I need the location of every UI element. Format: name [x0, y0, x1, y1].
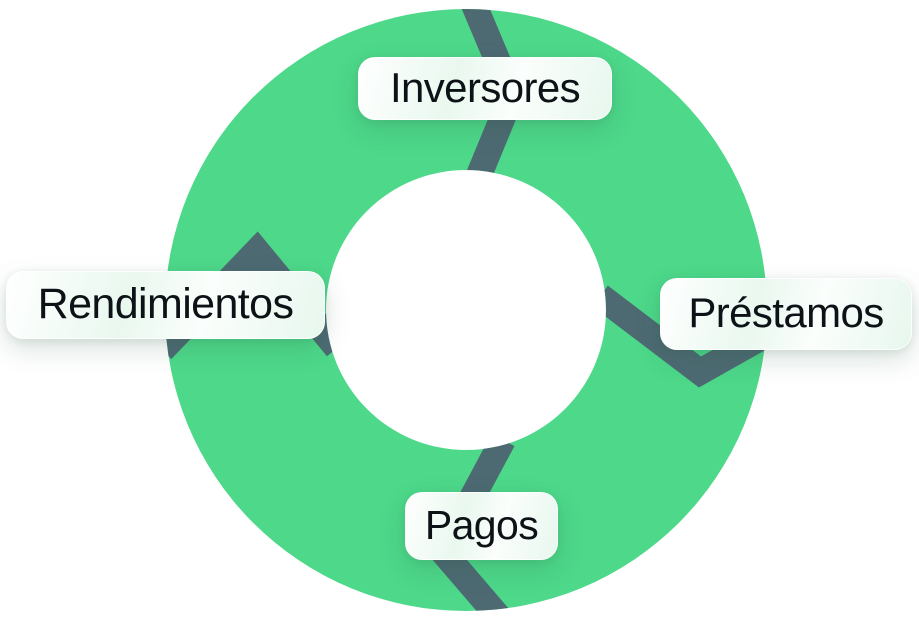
- donut-ring: [165, 9, 767, 611]
- label-pill-pagos: Pagos: [405, 492, 558, 560]
- label-pill-inversores: Inversores: [358, 57, 612, 120]
- node-label-rendimientos: Rendimientos: [37, 279, 294, 328]
- node-label-inversores: Inversores: [389, 63, 581, 111]
- node-label-pagos: Pagos: [424, 501, 539, 548]
- label-pill-prestamos: Préstamos: [660, 278, 912, 350]
- label-pill-rendimientos: Rendimientos: [6, 271, 325, 339]
- node-label-prestamos: Préstamos: [688, 289, 884, 336]
